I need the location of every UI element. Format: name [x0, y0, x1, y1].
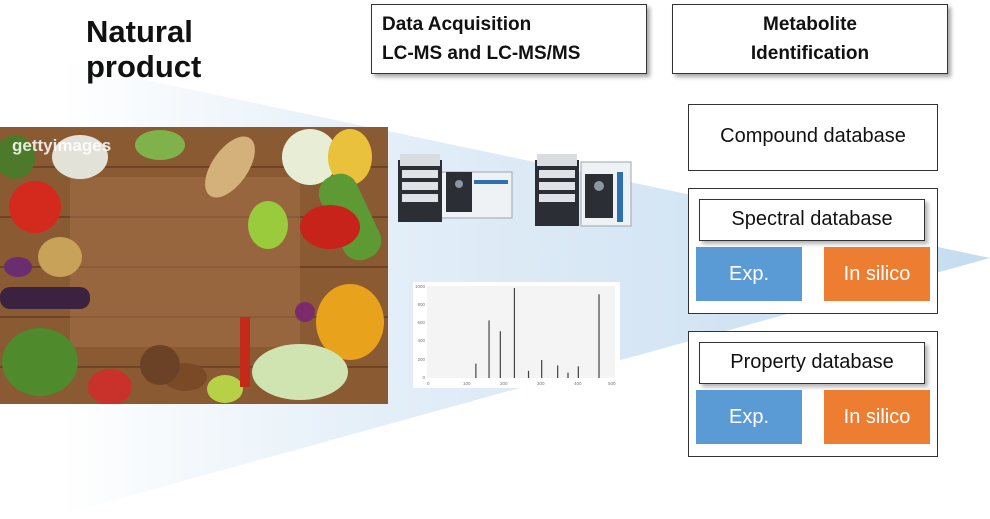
lc-ms-instrument-icon — [398, 154, 513, 222]
property-database-title: Property database — [699, 342, 925, 384]
identification-line-2: Identification — [750, 43, 870, 64]
metabolite-identification-header: Metabolite Identification — [672, 4, 948, 74]
y-tick: 400 — [417, 338, 425, 343]
y-tick: 200 — [417, 357, 425, 362]
mass-spectrum-plot: 0 100 200 300 400 500 0 200 400 600 800 … — [413, 282, 620, 388]
property-database-group: Property database Exp. In silico — [688, 331, 938, 457]
x-tick: 400 — [574, 381, 582, 386]
spectral-database-group: Spectral database Exp. In silico — [688, 188, 938, 314]
y-tick: 0 — [422, 375, 425, 380]
compound-database-label: Compound database — [720, 125, 906, 147]
lc-msms-instrument-icon — [535, 154, 632, 227]
identification-line-1: Metabolite — [763, 14, 857, 35]
x-tick: 300 — [537, 381, 545, 386]
title-line-1: Natural — [86, 14, 193, 49]
spectrum-y-axis-ticks: 0 200 400 600 800 1000 — [415, 284, 426, 380]
acquisition-line-2: LC-MS and LC-MS/MS — [382, 43, 581, 64]
spectral-database-title: Spectral database — [699, 199, 925, 241]
spectral-exp-label: Exp. — [696, 247, 802, 301]
spectrum-x-axis-ticks: 0 100 200 300 400 500 — [427, 381, 616, 386]
x-tick: 200 — [500, 381, 508, 386]
spectral-in-silico-label: In silico — [824, 247, 930, 301]
property-in-silico-label: In silico — [824, 390, 930, 444]
compound-database-box: Compound database — [688, 104, 938, 171]
title-line-2: product — [86, 49, 202, 84]
acquisition-line-1: Data Acquisition — [382, 14, 532, 35]
data-acquisition-header: Data Acquisition LC-MS and LC-MS/MS — [371, 4, 647, 74]
photo-watermark: gettyimages — [12, 136, 112, 155]
x-tick: 100 — [463, 381, 471, 386]
vegetables-photo — [0, 127, 388, 404]
property-exp-label: Exp. — [696, 390, 802, 444]
y-tick: 800 — [417, 302, 425, 307]
x-tick: 500 — [608, 381, 616, 386]
page-title: Natural product — [86, 14, 201, 84]
y-tick: 600 — [417, 320, 425, 325]
y-tick: 1000 — [415, 284, 426, 289]
x-tick: 0 — [427, 381, 430, 386]
